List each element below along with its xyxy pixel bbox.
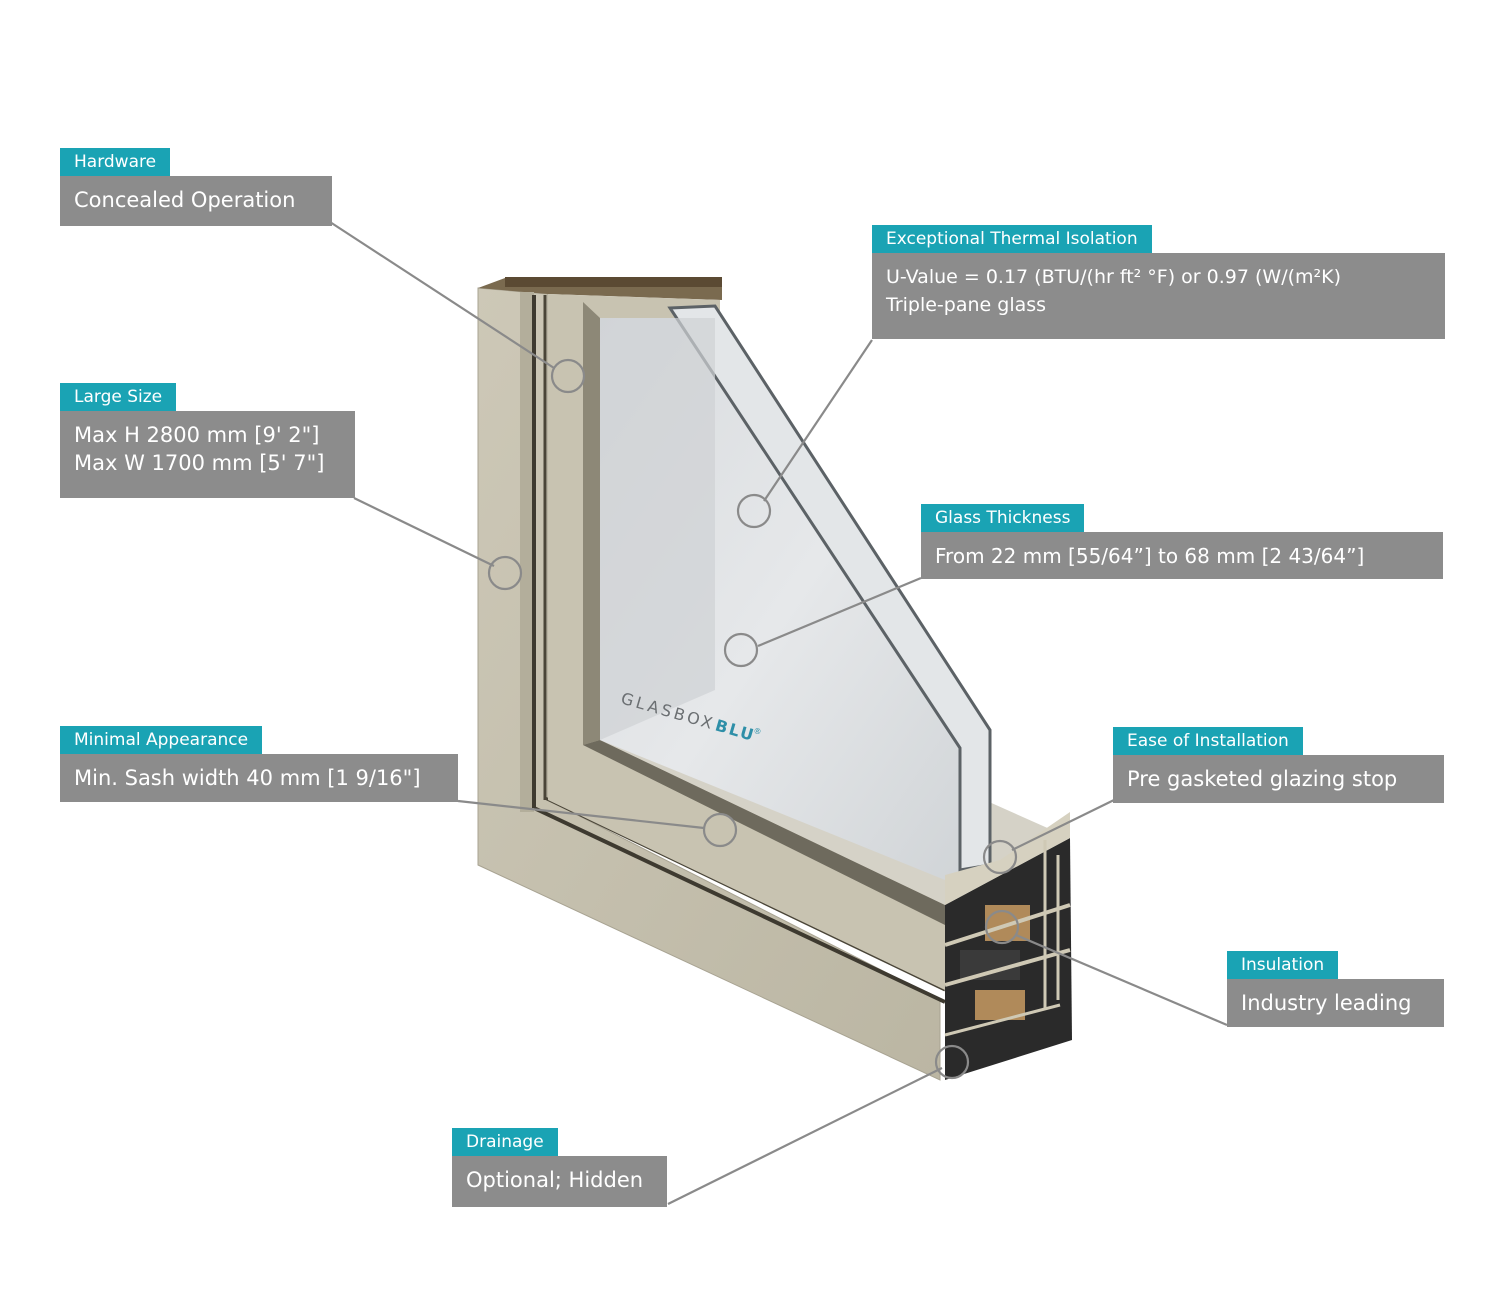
triple-pane-glass	[600, 304, 992, 880]
marker-glass	[723, 632, 759, 668]
callout-tag: Ease of Installation	[1113, 727, 1303, 755]
callout-thermal-isolation: Exceptional Thermal Isolation U-Value = …	[872, 225, 1445, 339]
connector-hardware	[329, 221, 555, 369]
callout-drainage: Drainage Optional; Hidden	[452, 1128, 667, 1207]
callout-hardware: Hardware Concealed Operation	[60, 148, 332, 226]
callout-ease-of-installation: Ease of Installation Pre gasketed glazin…	[1113, 727, 1444, 803]
callout-box: Pre gasketed glazing stop	[1113, 755, 1444, 803]
callout-line: Max H 2800 mm [9' 2"]	[74, 423, 320, 447]
marker-large-size	[487, 555, 523, 591]
callout-line: Pre gasketed glazing stop	[1127, 767, 1398, 791]
connector-insulation	[1015, 933, 1228, 1027]
callout-glass-thickness: Glass Thickness From 22 mm [55/64”] to 6…	[921, 504, 1443, 579]
callout-tag: Glass Thickness	[921, 504, 1085, 532]
connector-install	[1011, 799, 1115, 851]
callout-box: Industry leading	[1227, 979, 1444, 1027]
profile-cross-section	[944, 812, 1072, 1080]
connector-thermal	[763, 339, 873, 502]
callout-line: Min. Sash width 40 mm [1 9/16"]	[74, 766, 421, 790]
callout-insulation: Insulation Industry leading	[1227, 951, 1444, 1027]
callout-line: U-Value = 0.17 (BTU/(hr ft² °F) or 0.97 …	[886, 266, 1342, 288]
callout-box: Concealed Operation	[60, 176, 332, 226]
marker-drainage	[934, 1044, 970, 1080]
callout-box: U-Value = 0.17 (BTU/(hr ft² °F) or 0.97 …	[872, 253, 1445, 339]
callout-minimal-appearance: Minimal Appearance Min. Sash width 40 mm…	[60, 726, 458, 802]
connector-large-size	[353, 497, 495, 567]
connector-glass	[757, 576, 922, 648]
callout-tag: Insulation	[1227, 951, 1339, 979]
callout-tag: Large Size	[60, 383, 177, 411]
callout-tag: Minimal Appearance	[60, 726, 263, 754]
callout-box: Min. Sash width 40 mm [1 9/16"]	[60, 754, 458, 802]
callout-large-size: Large Size Max H 2800 mm [9' 2"] Max W 1…	[60, 383, 355, 498]
marker-insulation	[984, 909, 1020, 945]
callout-box: Optional; Hidden	[452, 1156, 667, 1207]
marker-minimal	[702, 812, 738, 848]
marker-thermal	[736, 493, 772, 529]
callout-line: Optional; Hidden	[466, 1168, 644, 1192]
connector-minimal	[457, 799, 705, 830]
logo-registered-mark: ®	[752, 726, 762, 737]
callout-line: Industry leading	[1241, 991, 1412, 1015]
callout-line: Triple-pane glass	[886, 294, 1047, 316]
callout-tag: Hardware	[60, 148, 171, 176]
callout-line: Concealed Operation	[74, 188, 296, 212]
marker-hardware	[550, 358, 586, 394]
connector-drainage	[667, 1067, 943, 1205]
callout-box: From 22 mm [55/64”] to 68 mm [2 43/64”]	[921, 532, 1443, 579]
callout-line: Max W 1700 mm [5' 7"]	[74, 451, 325, 475]
callout-tag: Exceptional Thermal Isolation	[872, 225, 1152, 253]
callout-box: Max H 2800 mm [9' 2"] Max W 1700 mm [5' …	[60, 411, 355, 498]
callout-tag: Drainage	[452, 1128, 558, 1156]
marker-install	[982, 839, 1018, 875]
connector-lines	[329, 221, 1228, 1205]
callout-line: From 22 mm [55/64”] to 68 mm [2 43/64”]	[935, 544, 1365, 568]
marker-circles	[487, 358, 1020, 1080]
